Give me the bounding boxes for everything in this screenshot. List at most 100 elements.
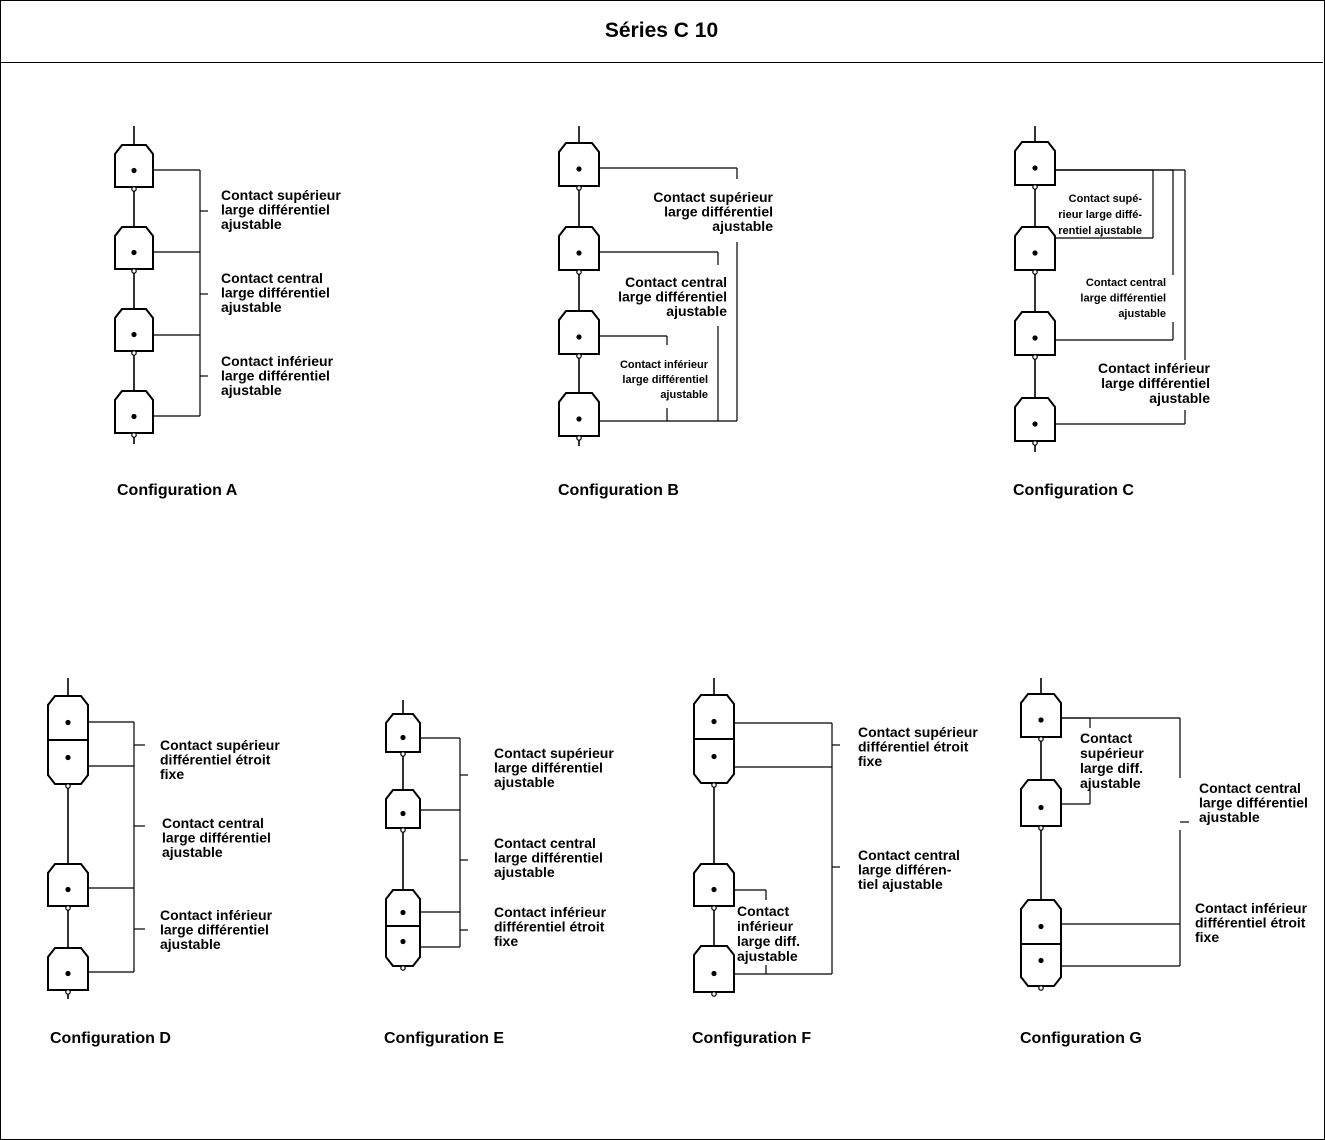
pivot-joint [1032, 269, 1038, 275]
contact-label: large différentiel [1101, 375, 1210, 391]
contact-label: Contact supé- [1069, 193, 1143, 205]
contact-label: ajustable [1080, 775, 1141, 791]
contact-dot [1032, 165, 1038, 171]
pivot-joint [131, 268, 137, 274]
contact-dot [131, 413, 137, 420]
contact-label: large différentiel [618, 289, 727, 305]
pivot-joint [65, 783, 71, 789]
switch-housing [558, 142, 600, 187]
switch-housing [558, 392, 600, 437]
contact-label: rentiel ajustable [1058, 225, 1142, 237]
contact-label: Contact supérieur [221, 187, 341, 203]
configuration-caption: Configuration A [117, 482, 238, 499]
contact-dot [1038, 717, 1044, 723]
switch-housing [693, 738, 735, 784]
contact-dot [1038, 923, 1044, 930]
pivot-joint [131, 350, 137, 356]
switch-housing [47, 695, 89, 741]
contact-label: large différentiel [494, 850, 603, 866]
contact-label: ajustable [221, 216, 282, 232]
contact-label: Contact central [1086, 277, 1166, 289]
contact-label: fixe [1195, 929, 1219, 945]
contact-dot [65, 886, 71, 893]
pivot-joint [1038, 985, 1044, 991]
contact-label: ajustable [221, 382, 282, 398]
contact-label: large différentiel [221, 368, 330, 384]
contact-label: large différentiel [622, 374, 708, 386]
pivot-joint [576, 185, 582, 191]
switch-housing [1020, 899, 1062, 945]
contact-label: large différentiel [162, 830, 271, 846]
contact-dot [65, 719, 71, 726]
switch-housing [114, 144, 154, 188]
contact-label: Contact inférieur [160, 907, 273, 923]
contact-label: tiel ajustable [858, 876, 943, 892]
contact-label: Contact central [1199, 780, 1301, 796]
contact-label: ajustable [1149, 390, 1210, 406]
contact-dot [1038, 804, 1044, 811]
contact-label: supérieur [1080, 745, 1144, 761]
pivot-joint [400, 965, 406, 971]
pivot-joint [576, 269, 582, 275]
pivot-joint [711, 782, 717, 788]
contact-label: fixe [160, 766, 184, 782]
pivot-joint [400, 751, 406, 757]
contact-label: Contact supérieur [653, 189, 773, 205]
contact-dot [576, 166, 582, 172]
pivot-joint [400, 827, 406, 833]
switch-housing [47, 863, 89, 907]
contact-label: large différentiel [1080, 293, 1166, 305]
switch-housing [693, 694, 735, 740]
switch-housing [1020, 943, 1062, 987]
contact-dot [131, 249, 137, 256]
contact-label: ajustable [160, 936, 221, 952]
contact-label: Contact central [625, 274, 727, 290]
switch-housing [114, 390, 154, 434]
contact-label: large différentiel [494, 760, 603, 776]
contact-dot [711, 718, 717, 725]
contact-label: Contact [1080, 730, 1132, 746]
contact-label: large diff. [1080, 760, 1143, 776]
contact-label: inférieur [737, 918, 794, 934]
contact-label: Contact inférieur [494, 904, 607, 920]
switch-housing [385, 789, 421, 829]
contact-label: Contact supérieur [160, 737, 280, 753]
contact-label: large différentiel [1199, 795, 1308, 811]
contact-label: Contact inférieur [620, 359, 709, 371]
pivot-joint [1032, 440, 1038, 446]
switch-housing [558, 226, 600, 271]
contact-label: Contact inférieur [1098, 360, 1211, 376]
contact-label: fixe [494, 933, 518, 949]
page-title: Séries C 10 [0, 0, 1323, 63]
configuration-caption: Configuration D [50, 1030, 171, 1047]
contact-dot [1032, 335, 1038, 341]
pivot-joint [576, 353, 582, 359]
switch-housing [1014, 397, 1056, 442]
pivot-joint [711, 991, 717, 997]
contact-label: Contact supérieur [494, 745, 614, 761]
pivot-joint [1032, 184, 1038, 190]
contact-dot [400, 734, 406, 741]
pivot-joint [1038, 825, 1044, 831]
contact-label: ajustable [666, 303, 727, 319]
contact-label: ajustable [737, 948, 798, 964]
contact-label: ajustable [712, 218, 773, 234]
switch-housing [385, 925, 421, 967]
contact-label: différentiel étroit [494, 919, 605, 935]
switch-housing [47, 739, 89, 785]
contact-label: ajustable [221, 299, 282, 315]
contact-label: Contact central [858, 847, 960, 863]
contact-dot [576, 334, 582, 340]
switch-housing [47, 947, 89, 991]
pivot-joint [65, 989, 71, 995]
switch-housing [114, 226, 154, 270]
contact-label: Contact [737, 903, 789, 919]
configuration-caption: Configuration C [1013, 482, 1134, 499]
contact-dot [1032, 421, 1038, 427]
pivot-joint [711, 905, 717, 911]
contact-dot [711, 970, 717, 977]
contact-label: rieur large diffé- [1058, 209, 1142, 221]
pivot-joint [131, 432, 137, 438]
contact-label: Contact central [221, 270, 323, 286]
